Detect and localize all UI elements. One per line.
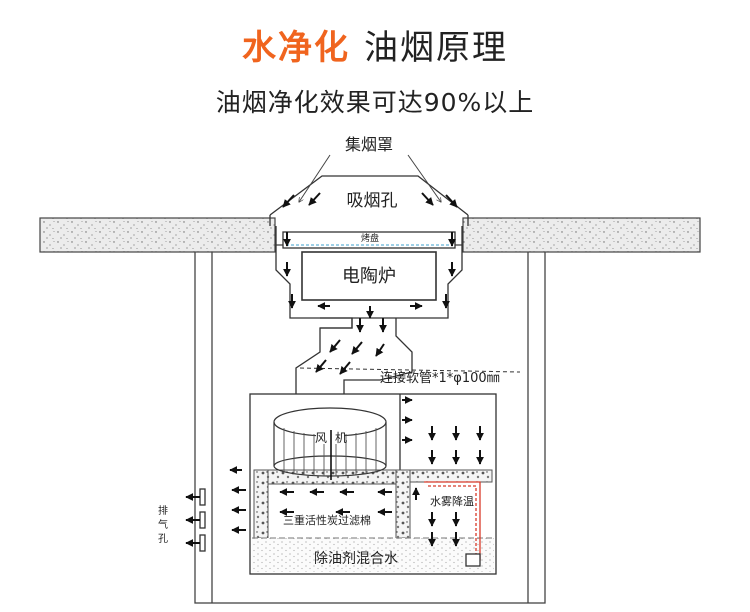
title-rest: 油烟原理 [364, 28, 508, 68]
table-top [39, 217, 701, 253]
exhaust-holes [199, 488, 206, 552]
label-hood: 集烟罩 [345, 135, 393, 154]
page-subtitle: 油烟净化效果可达90%以上 [215, 88, 535, 117]
fan-cage [273, 407, 387, 480]
page-title: 水净化油烟原理 [0, 26, 750, 70]
label-exhaust-1: 排 [158, 504, 168, 517]
label-fan-2: 机 [335, 431, 347, 445]
label-suction-holes: 吸烟孔 [347, 191, 398, 211]
label-fan-1: 风 [315, 431, 327, 445]
burner-assembly [275, 226, 463, 329]
connecting-hose [295, 318, 521, 394]
label-grill-plate: 烤盘 [361, 232, 379, 244]
label-exhaust-2: 气 [158, 518, 168, 531]
mist-pipe [424, 481, 481, 567]
purification-box [249, 393, 497, 575]
airflow-arrows [185, 192, 484, 547]
label-ceramic-stove: 电陶炉 [342, 266, 396, 287]
label-exhaust-3: 孔 [158, 533, 168, 545]
smoke-hood [269, 154, 469, 226]
label-carbon-filter: 三重活性炭过滤棉 [283, 513, 371, 527]
label-hose: 连接软管*1*φ100㎜ [380, 370, 500, 386]
label-water-mist: 水雾降温 [430, 494, 474, 508]
label-mixed-water: 除油剂混合水 [314, 551, 398, 567]
title-accent: 水净化 [242, 28, 350, 68]
